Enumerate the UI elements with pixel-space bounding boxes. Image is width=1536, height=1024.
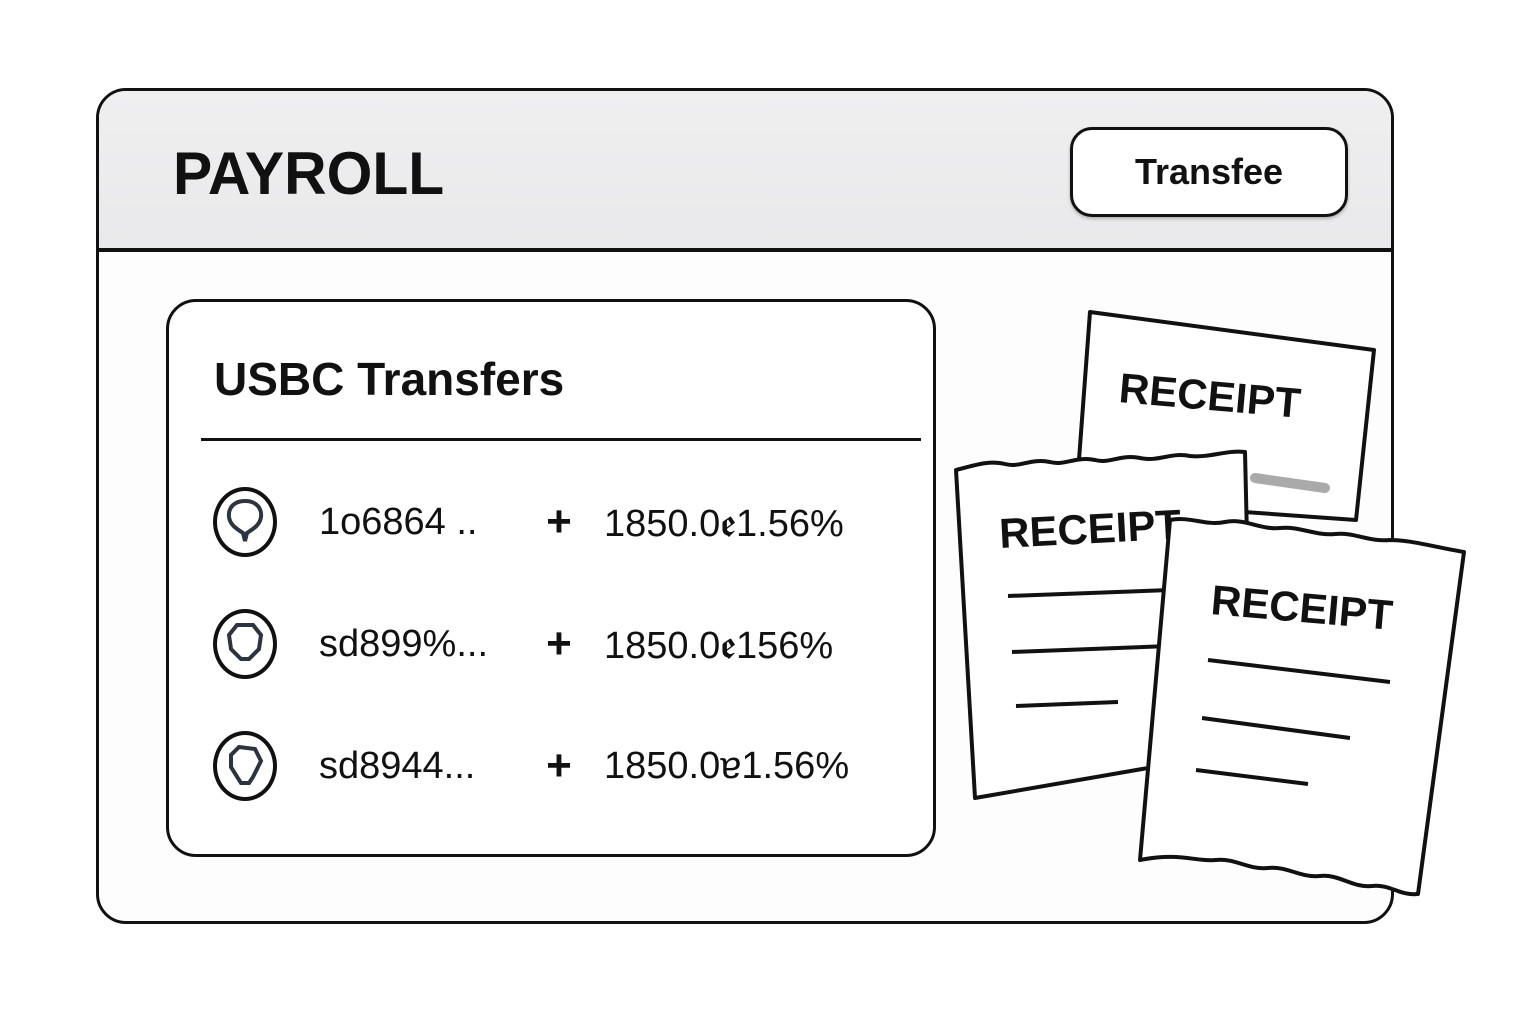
transfer-amount: 1850.0ꬲ1.56% xyxy=(604,503,844,545)
transfer-row[interactable]: 1o6864 .. + 1850.0ꬲ1.56% xyxy=(213,482,903,562)
wallet-pin-icon xyxy=(213,487,277,557)
card-divider xyxy=(201,438,921,441)
window-header: PAYROLL Transfee xyxy=(99,91,1391,252)
plus-sign: + xyxy=(546,619,572,668)
transfer-row[interactable]: sd899%... + 1850.0ꬲ156% xyxy=(213,604,903,684)
plus-sign: + xyxy=(546,741,572,790)
plus-sign: + xyxy=(546,497,572,546)
transfer-button[interactable]: Transfee xyxy=(1070,127,1348,217)
transfers-card: USBC Transfers 1o6864 .. + 1850.0ꬲ1.56% … xyxy=(166,299,936,857)
transfer-amount: 1850.0ꬲ156% xyxy=(604,625,834,667)
transfer-address: sd899%... xyxy=(319,622,488,665)
wallet-pin-icon xyxy=(213,609,277,679)
page-title: PAYROLL xyxy=(173,140,445,207)
transfer-amount: 1850.0ɐ1.56% xyxy=(604,744,850,787)
transfer-row[interactable]: sd8944... + 1850.0ɐ1.56% xyxy=(213,726,903,806)
card-title: USBC Transfers xyxy=(214,353,565,405)
transfer-address: 1o6864 .. xyxy=(319,500,478,543)
payroll-window: PAYROLL Transfee USBC Transfers 1o6864 .… xyxy=(96,88,1394,924)
transfer-address: sd8944... xyxy=(319,744,476,787)
wallet-pin-icon xyxy=(213,731,277,801)
